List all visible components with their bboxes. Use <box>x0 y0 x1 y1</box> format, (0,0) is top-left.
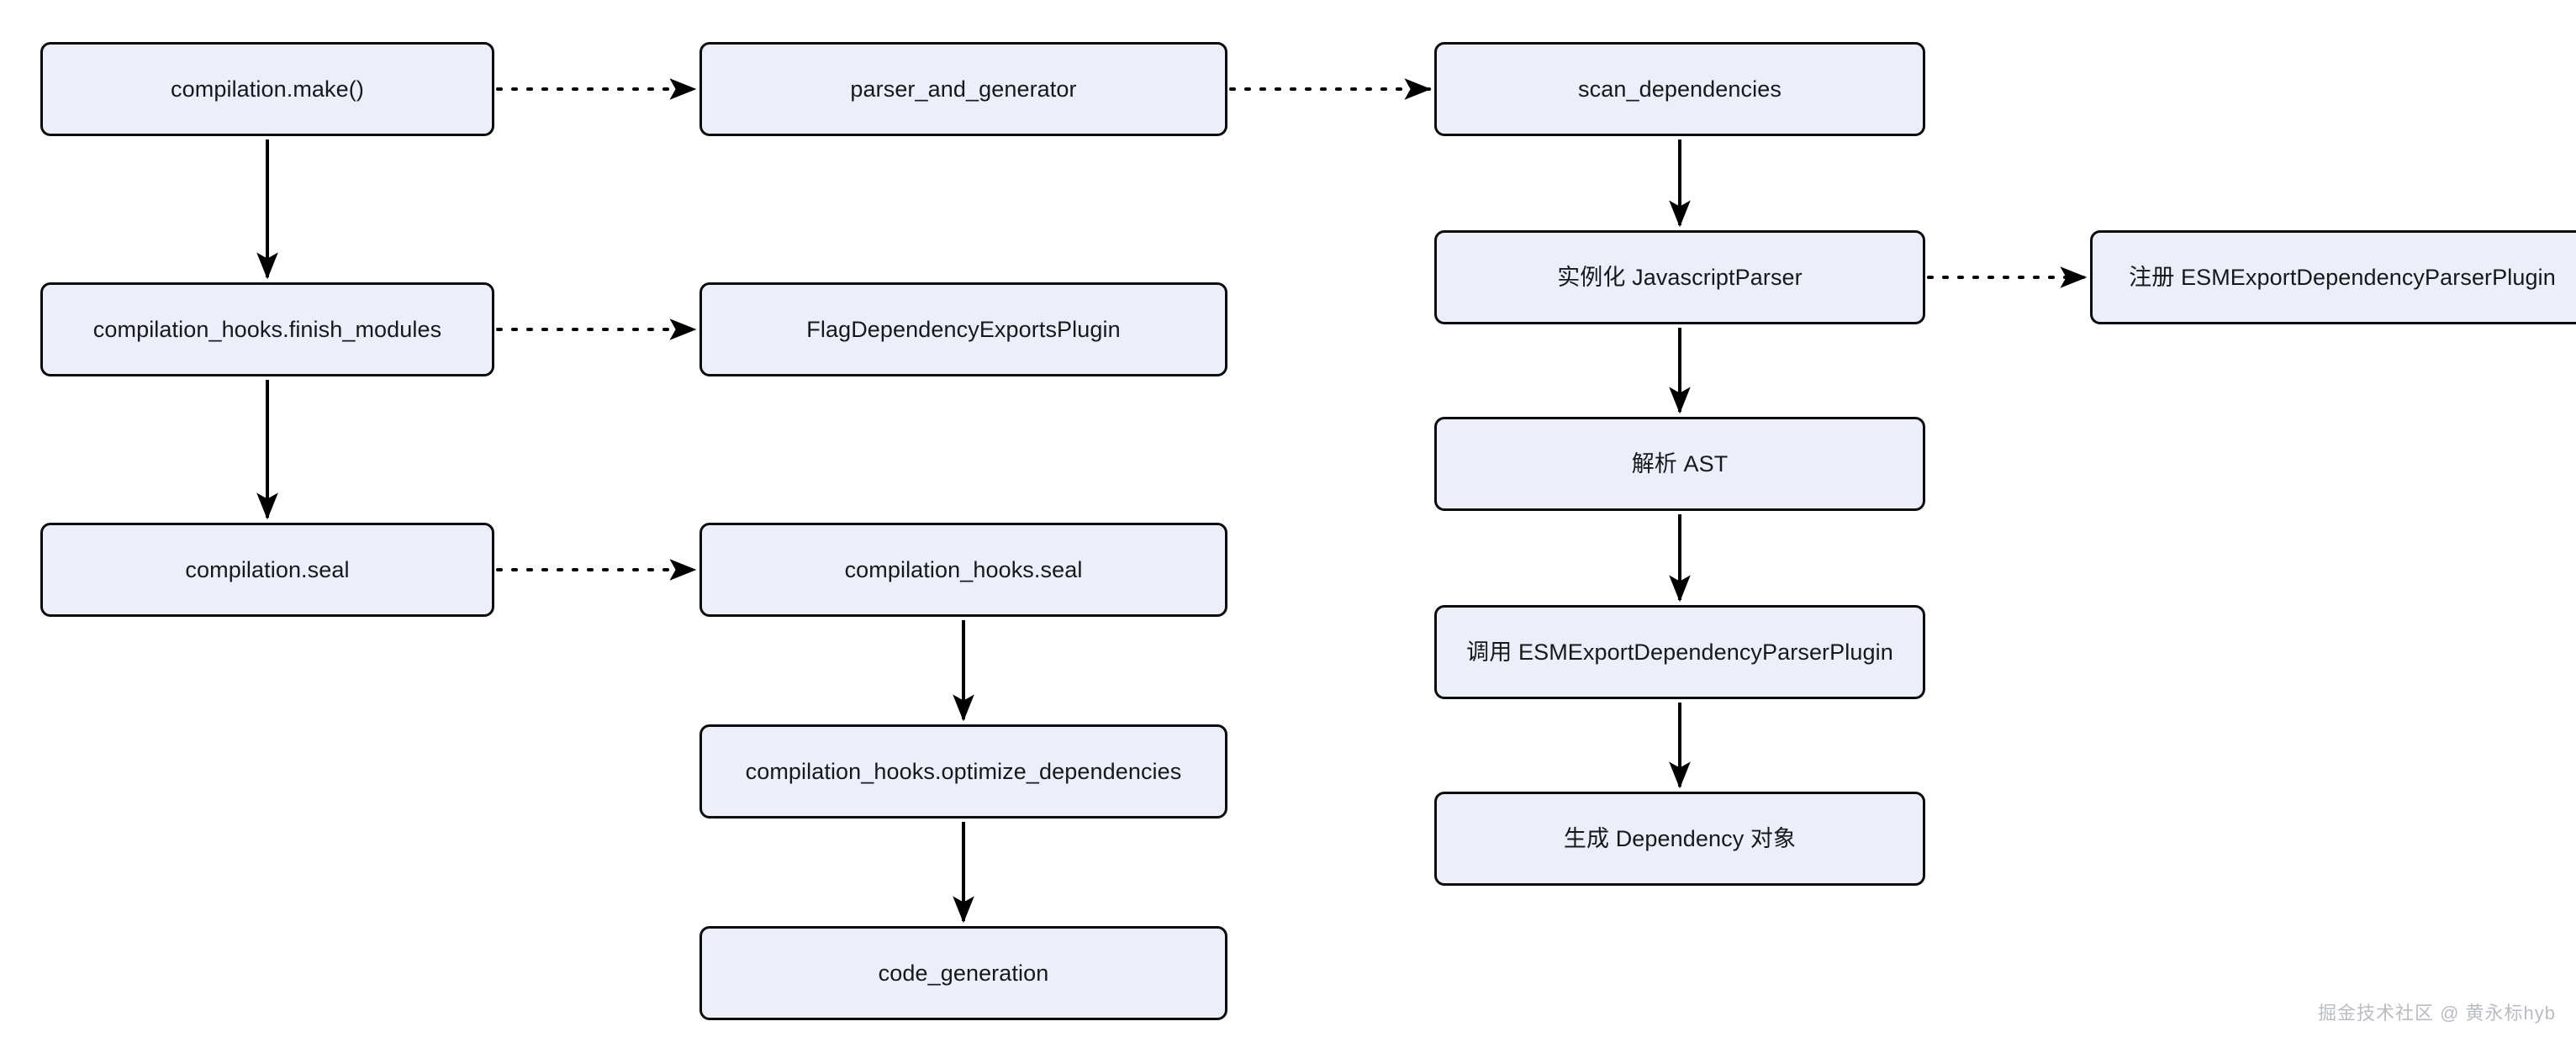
node-flag_dep_exports[interactable]: FlagDependencyExportsPlugin <box>699 282 1227 376</box>
node-scan_dependencies[interactable]: scan_dependencies <box>1434 42 1925 136</box>
node-gen_dependency[interactable]: 生成 Dependency 对象 <box>1434 792 1925 886</box>
node-parser_and_generator[interactable]: parser_and_generator <box>699 42 1227 136</box>
node-label: compilation.make() <box>171 76 364 102</box>
node-parse_ast[interactable]: 解析 AST <box>1434 417 1925 511</box>
node-register_esm_plugin[interactable]: 注册 ESMExportDependencyParserPlugin <box>2090 230 2576 324</box>
node-call_esm_plugin[interactable]: 调用 ESMExportDependencyParserPlugin <box>1434 605 1925 699</box>
node-label: compilation_hooks.optimize_dependencies <box>745 758 1182 784</box>
node-label: 注册 ESMExportDependencyParserPlugin <box>2129 264 2556 290</box>
node-label: 实例化 JavascriptParser <box>1557 264 1803 290</box>
node-new_js_parser[interactable]: 实例化 JavascriptParser <box>1434 230 1925 324</box>
node-compilation_make[interactable]: compilation.make() <box>40 42 494 136</box>
node-label: 生成 Dependency 对象 <box>1563 825 1797 851</box>
node-label: compilation.seal <box>185 556 350 582</box>
node-label: compilation_hooks.seal <box>844 556 1083 582</box>
node-label: scan_dependencies <box>1578 76 1782 102</box>
node-label: parser_and_generator <box>850 76 1077 102</box>
node-label: 调用 ESMExportDependencyParserPlugin <box>1466 639 1893 665</box>
node-label: 解析 AST <box>1631 450 1729 476</box>
node-label: compilation_hooks.finish_modules <box>92 316 442 342</box>
node-compilation_hooks_seal[interactable]: compilation_hooks.seal <box>699 523 1227 617</box>
node-compilation_seal[interactable]: compilation.seal <box>40 523 494 617</box>
node-label: FlagDependencyExportsPlugin <box>806 316 1121 342</box>
watermark: 掘金技术社区 @ 黄永标hyb <box>2317 1003 2556 1024</box>
node-optimize_dependencies[interactable]: compilation_hooks.optimize_dependencies <box>699 724 1227 819</box>
node-code_generation[interactable]: code_generation <box>699 926 1227 1020</box>
node-label: code_generation <box>878 960 1049 986</box>
node-finish_modules[interactable]: compilation_hooks.finish_modules <box>40 282 494 376</box>
